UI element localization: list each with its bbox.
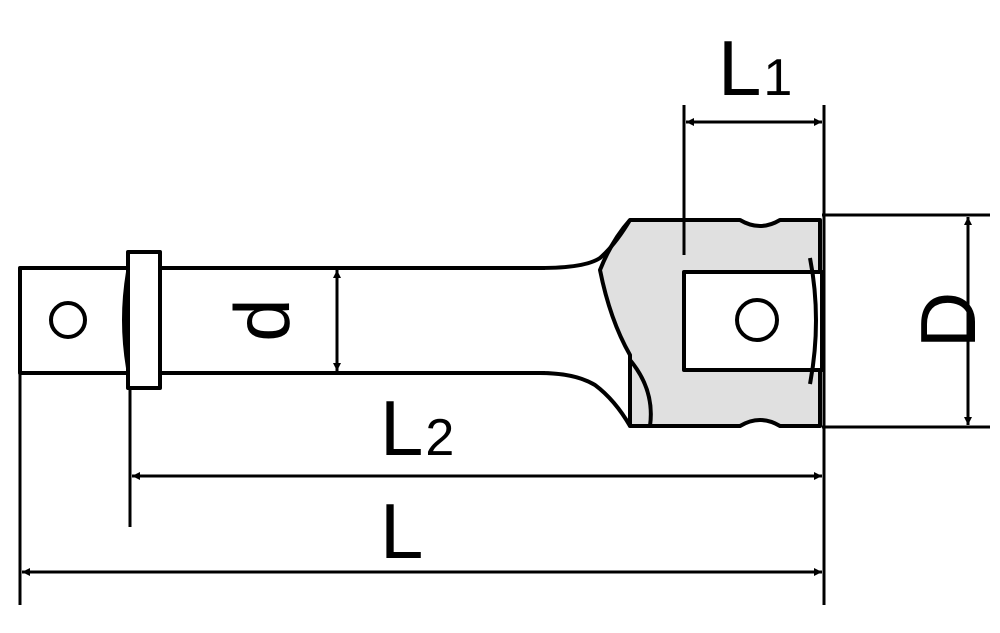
collar [126, 250, 162, 390]
label-L2: L2 [380, 384, 454, 472]
shaft-neck-bottom [539, 371, 632, 427]
shaft-neck-top [539, 218, 632, 270]
label-L2-sub: 2 [425, 409, 454, 467]
label-L2-main: L [380, 384, 423, 472]
label-d: d [218, 298, 306, 341]
socket-chamfer-line [808, 257, 818, 385]
square-drive-shoulder [122, 271, 130, 369]
label-L1: L1 [718, 24, 792, 112]
ball-detent-hole [49, 301, 87, 339]
socket-detent-hole [735, 298, 779, 342]
label-D: D [904, 292, 992, 348]
socket-base-curve [628, 358, 653, 427]
label-L: L [380, 487, 423, 575]
label-L1-sub: 1 [763, 49, 792, 107]
label-L1-main: L [718, 24, 761, 112]
